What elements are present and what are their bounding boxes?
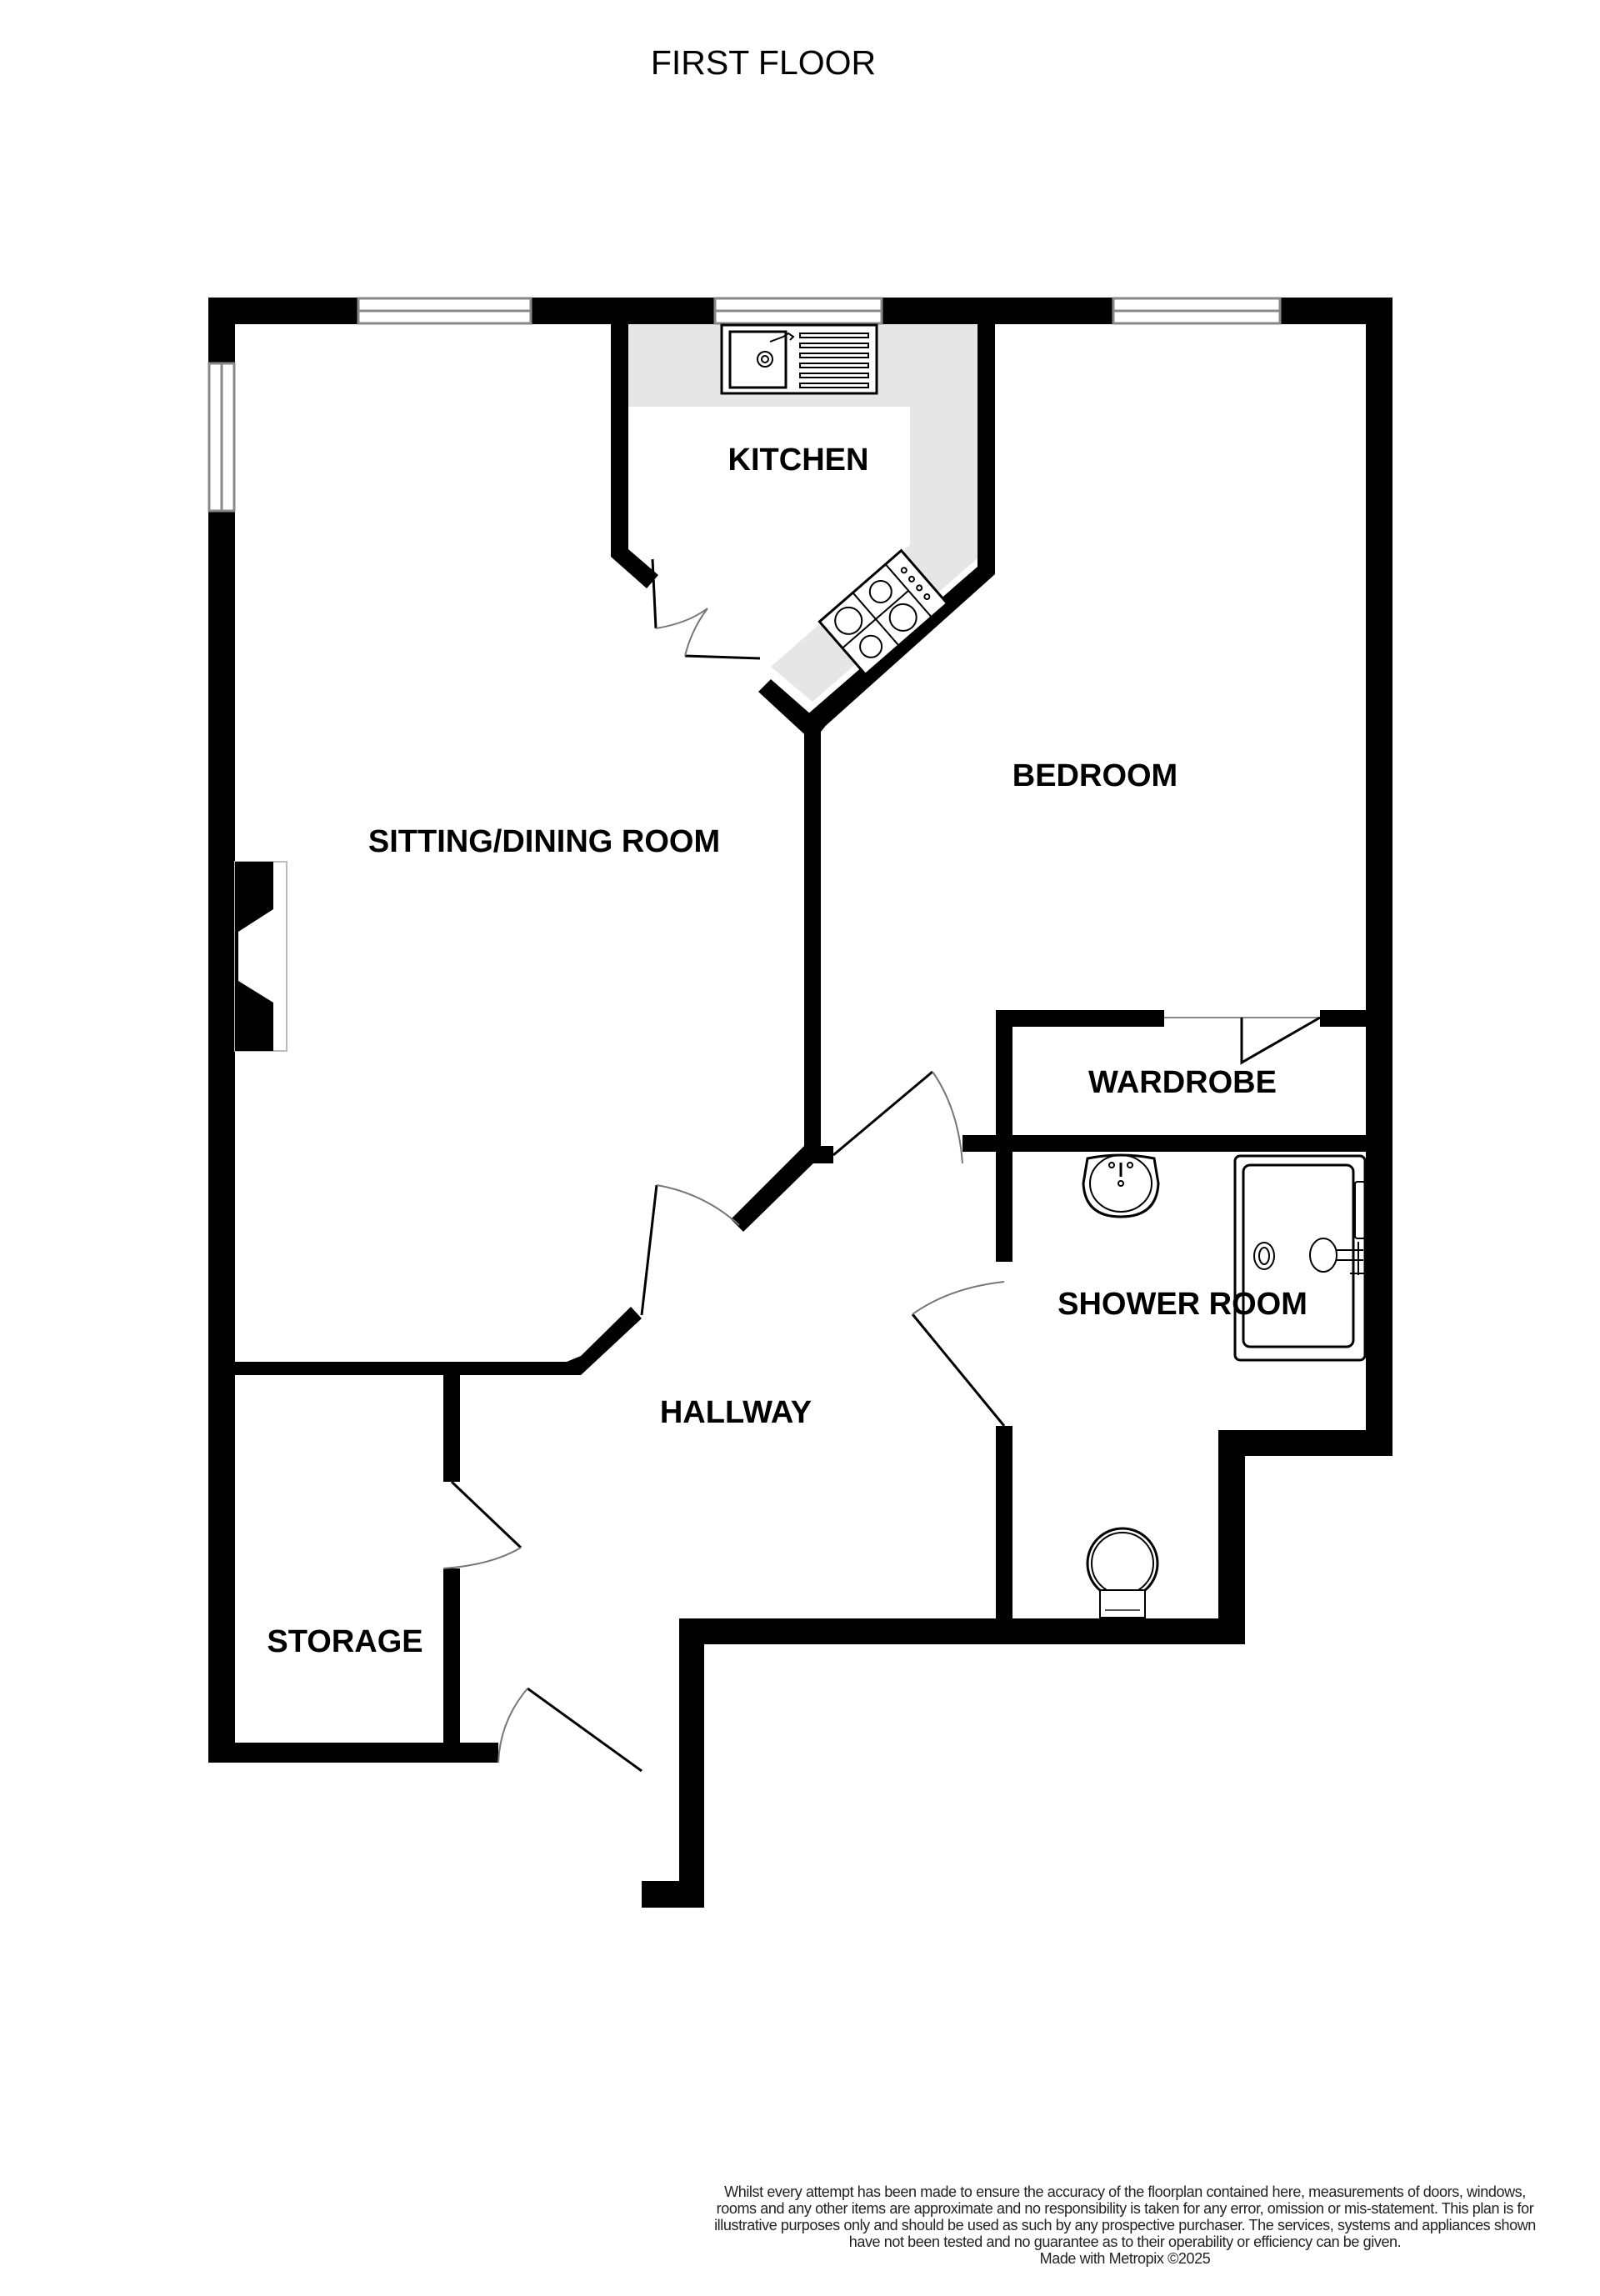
kitchen-sink-icon <box>720 323 878 395</box>
basin-icon <box>1082 1153 1160 1218</box>
door-sitting-room[interactable] <box>640 1184 740 1316</box>
hob-icon <box>818 548 949 677</box>
room-label-sitting-dining: SITTING/DINING ROOM <box>368 824 720 859</box>
disclaimer-text: Whilst every attempt has been made to en… <box>714 2183 1536 2250</box>
toilet-icon <box>1086 1527 1159 1618</box>
window-sitting-left <box>208 362 236 513</box>
room-label-storage: STORAGE <box>267 1624 422 1659</box>
windows <box>208 297 1282 513</box>
room-label-hallway: HALLWAY <box>660 1395 812 1430</box>
door-storage[interactable] <box>442 1480 522 1569</box>
window-bedroom <box>1112 297 1282 325</box>
door-wardrobe[interactable] <box>1164 1016 1321 1065</box>
door-entrance[interactable] <box>498 1687 642 1773</box>
room-label-kitchen: KITCHEN <box>728 443 869 478</box>
room-label-wardrobe: WARDROBE <box>1088 1065 1277 1100</box>
room-label-shower-room: SHOWER ROOM <box>1058 1287 1308 1322</box>
shower-tray-icon <box>1233 1154 1367 1362</box>
door-bedroom[interactable] <box>832 1070 963 1164</box>
door-shower-room[interactable] <box>911 1281 1006 1427</box>
door-kitchen[interactable] <box>651 558 761 660</box>
floor-title: FIRST FLOOR <box>651 43 876 82</box>
window-sitting-top <box>357 297 532 325</box>
credit-text: Made with Metropix ©2025 <box>1039 2250 1211 2267</box>
room-label-bedroom: BEDROOM <box>1012 758 1178 793</box>
fireplace-icon <box>234 861 288 1052</box>
doors <box>442 558 1321 1773</box>
window-kitchen <box>713 297 883 325</box>
disclaimer-footer: Whilst every attempt has been made to en… <box>708 2183 1542 2267</box>
walls <box>208 298 1392 1908</box>
